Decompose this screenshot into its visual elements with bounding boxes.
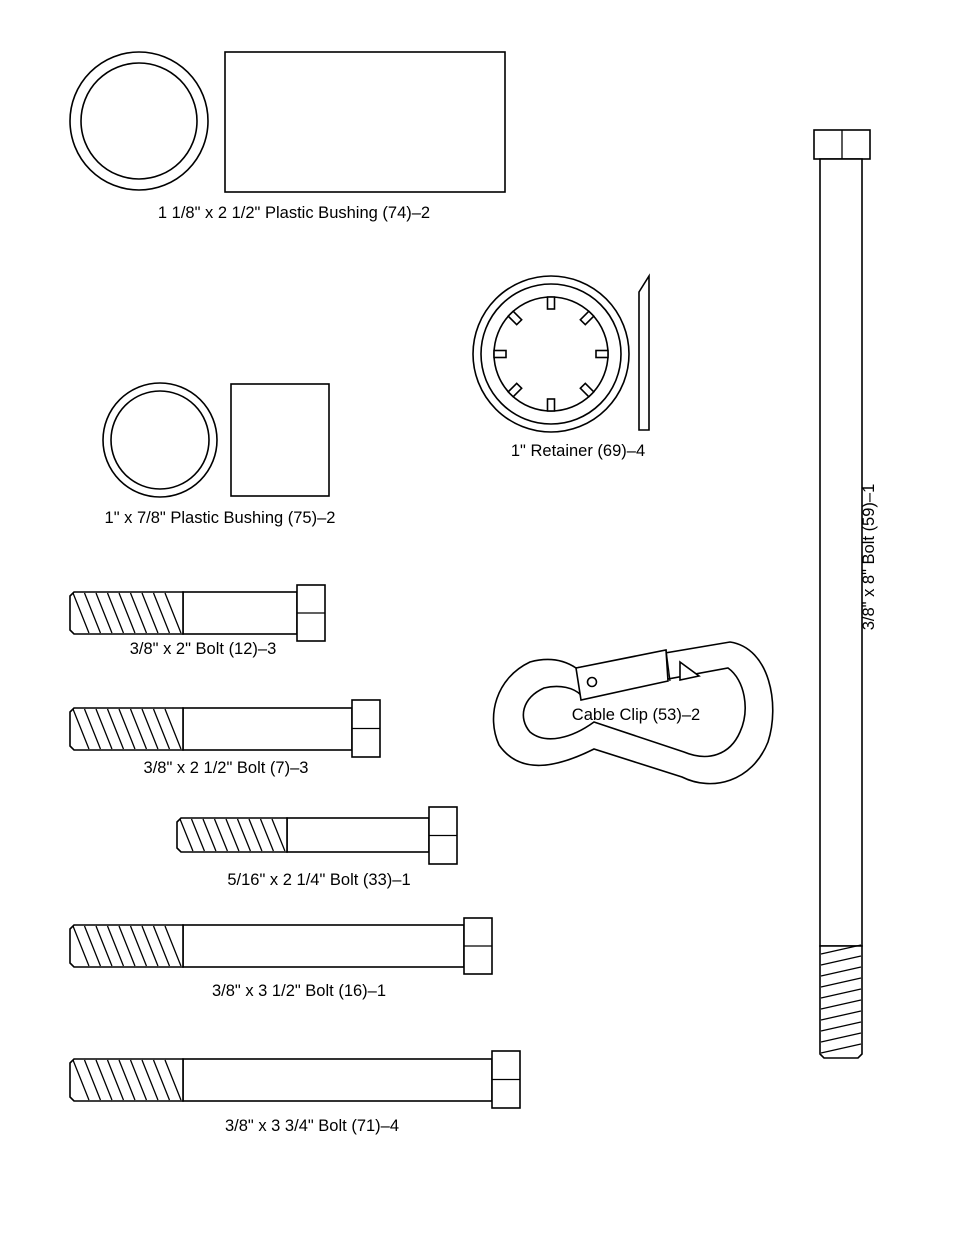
bushing-75-drawing <box>102 382 330 498</box>
bolt-shank <box>182 707 353 751</box>
thread-line <box>106 592 125 634</box>
bolt-16-label: 3/8" x 3 1/2" Bolt (16)–1 <box>212 982 386 1000</box>
thread-line <box>164 708 182 750</box>
thread-line <box>72 925 90 967</box>
thread-line <box>190 818 206 852</box>
bolt-71-label: 3/8" x 3 3/4" Bolt (71)–4 <box>225 1117 399 1135</box>
thread-line <box>72 708 90 750</box>
bolt-33-label: 5/16" x 2 1/4" Bolt (33)–1 <box>227 871 410 889</box>
bushing-74-drawing <box>69 51 506 193</box>
thread-line <box>141 925 159 967</box>
bolt-71-drawing <box>69 1050 521 1109</box>
bolt-7-drawing <box>69 699 381 758</box>
thread-line <box>129 1059 148 1101</box>
thread-line <box>164 592 182 634</box>
bolt-12-label: 3/8" x 2" Bolt (12)–3 <box>130 640 277 658</box>
thread-line <box>95 925 113 967</box>
thread-line <box>118 1059 136 1101</box>
thread-line <box>820 977 862 988</box>
thread-line <box>129 592 148 634</box>
thread-line <box>820 955 862 966</box>
thread-line <box>72 1059 90 1101</box>
thread-line <box>820 988 862 999</box>
bolt-7-label: 3/8" x 2 1/2" Bolt (7)–3 <box>144 759 309 777</box>
thread-line <box>118 708 136 750</box>
bushing-75-label: 1" x 7/8" Plastic Bushing (75)–2 <box>105 509 336 527</box>
thread-line <box>129 708 148 750</box>
bolt-shank <box>819 158 863 947</box>
thread-line <box>213 818 229 852</box>
retainer-tab <box>595 349 609 359</box>
bushing-74-label: 1 1/8" x 2 1/2" Plastic Bushing (74)–2 <box>158 204 430 222</box>
retainer-tabs <box>493 296 609 412</box>
thread-line <box>164 1059 182 1101</box>
thread-line <box>259 818 275 852</box>
bolt-16-drawing <box>69 917 493 975</box>
thread-line <box>83 1059 102 1101</box>
thread-line <box>106 1059 125 1101</box>
retainer-tab <box>493 349 507 359</box>
thread-line <box>95 708 113 750</box>
thread-line <box>820 966 862 977</box>
thread-line <box>152 592 171 634</box>
retainer-tab <box>579 310 595 326</box>
bolt-shank <box>286 817 430 853</box>
thread-line <box>164 925 182 967</box>
retainer-tab <box>507 382 523 398</box>
thread-line <box>95 592 113 634</box>
thread-line <box>152 925 171 967</box>
thread-line <box>118 925 136 967</box>
thread-line <box>106 925 125 967</box>
bolt-shank <box>182 924 465 968</box>
thread-line <box>820 999 862 1010</box>
thread-line <box>820 1032 862 1043</box>
bolt-shank <box>182 1058 493 1102</box>
thread-line <box>236 818 252 852</box>
retainer-tab <box>546 296 556 310</box>
thread-line <box>141 1059 159 1101</box>
thread-line <box>225 818 240 852</box>
retainer-69-drawing <box>472 273 650 433</box>
retainer-tab <box>507 310 523 326</box>
thread-line <box>83 592 102 634</box>
thread-line <box>95 1059 113 1101</box>
thread-line <box>820 1010 862 1021</box>
thread-line <box>83 708 102 750</box>
thread-line <box>106 708 125 750</box>
retainer-69-label: 1" Retainer (69)–4 <box>511 442 645 460</box>
thread-line <box>271 818 286 852</box>
cable-clip-53-label: Cable Clip (53)–2 <box>572 706 700 724</box>
thread-line <box>152 1059 171 1101</box>
thread-line <box>248 818 263 852</box>
bolt-33-drawing <box>176 806 458 865</box>
thread-line <box>141 708 159 750</box>
bolt-59-drawing <box>813 129 871 1059</box>
bolt-12-drawing <box>69 584 326 642</box>
thread-line <box>179 818 194 852</box>
thread-line <box>820 944 862 955</box>
thread-line <box>129 925 148 967</box>
thread-line <box>118 592 136 634</box>
retainer-tab <box>546 398 556 412</box>
bolt-shank <box>182 591 298 635</box>
thread-line <box>820 1021 862 1032</box>
cable-clip-53-drawing <box>492 641 774 785</box>
thread-line <box>820 1043 862 1054</box>
thread-line <box>141 592 159 634</box>
thread-line <box>72 592 90 634</box>
thread-line <box>202 818 217 852</box>
thread-line <box>83 925 102 967</box>
bolt-59-label: 3/8" x 8" Bolt (59)–1 <box>860 484 878 631</box>
retainer-tab <box>579 382 595 398</box>
thread-line <box>152 708 171 750</box>
